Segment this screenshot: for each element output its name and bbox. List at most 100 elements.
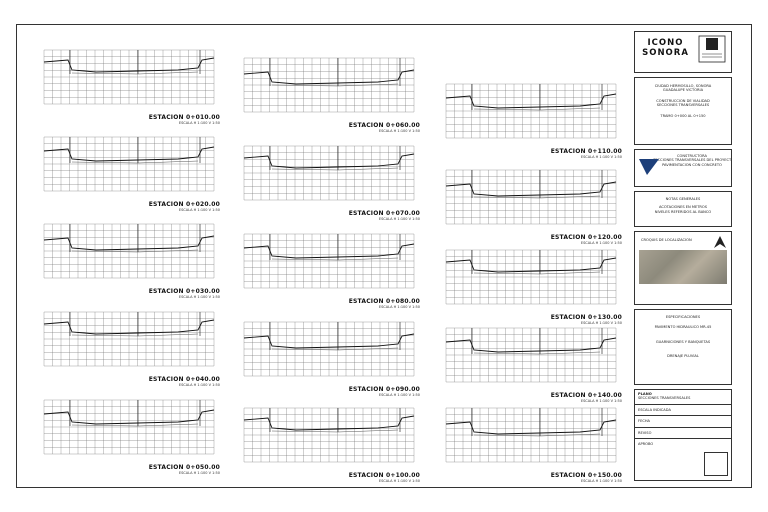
project-line-1: CIUDAD HERMOSILLO, SONORA xyxy=(654,84,712,88)
location-title: CROQUIS DE LOCALIZACION xyxy=(641,238,692,242)
plan-title: SECCIONES TRANSVERSALES xyxy=(638,396,691,401)
specs-panel: ESPECIFICACIONES PAVIMENTO HIDRAULICO MR… xyxy=(634,309,732,385)
station-label: ESTACION 0+010.00 xyxy=(148,114,220,121)
station-label: ESTACION 0+140.00 xyxy=(550,392,622,399)
station-label: ESTACION 0+090.00 xyxy=(348,386,420,393)
station-label: ESTACION 0+110.00 xyxy=(550,148,622,155)
terrain-profile-line xyxy=(271,429,399,433)
station-label: ESTACION 0+020.00 xyxy=(148,201,220,208)
station-label: ESTACION 0+120.00 xyxy=(550,234,622,241)
terrain-profile-line xyxy=(473,107,601,111)
specs-line-1: ESPECIFICACIONES xyxy=(665,315,701,319)
station-scale: ESCALA H 1:100 V 1:50 xyxy=(580,479,622,483)
station-scale: ESCALA H 1:100 V 1:50 xyxy=(580,399,622,403)
station-scale: ESCALA H 1:100 V 1:50 xyxy=(178,121,220,125)
station-scale: ESCALA H 1:100 V 1:50 xyxy=(580,241,622,245)
section-grid xyxy=(243,407,415,463)
terrain-profile-line xyxy=(271,167,399,171)
station-scale: ESCALA H 1:100 V 1:50 xyxy=(178,471,220,475)
station-scale: ESCALA H 1:100 V 1:50 xyxy=(378,217,420,221)
project-line-4: SECCIONES TRANSVERSALES xyxy=(656,103,710,108)
terrain-profile-line xyxy=(71,71,199,75)
station-label: ESTACION 0+050.00 xyxy=(148,464,220,471)
contractor-line-2: SECCIONES TRANSVERSALES DEL PROYECTO xyxy=(653,158,731,163)
section-grid xyxy=(43,136,215,192)
plan-date: FECHA xyxy=(638,419,651,424)
section-grid xyxy=(243,233,415,289)
contractor-logo-icon xyxy=(639,159,659,175)
project-line-3: CONSTRUCCION DE VIALIDAD xyxy=(656,98,710,103)
station-scale: ESCALA H 1:100 V 1:50 xyxy=(580,321,622,325)
station-label: ESTACION 0+040.00 xyxy=(148,376,220,383)
section-grid xyxy=(43,223,215,279)
station-scale: ESCALA H 1:100 V 1:50 xyxy=(178,208,220,212)
station-scale: ESCALA H 1:100 V 1:50 xyxy=(378,393,420,397)
station-scale: ESCALA H 1:100 V 1:50 xyxy=(378,479,420,483)
government-seal-icon xyxy=(698,35,726,63)
station-label: ESTACION 0+080.00 xyxy=(348,298,420,305)
station-scale: ESCALA H 1:100 V 1:50 xyxy=(178,383,220,387)
location-panel: CROQUIS DE LOCALIZACION xyxy=(634,231,732,305)
station-scale: ESCALA H 1:100 V 1:50 xyxy=(580,155,622,159)
section-grid xyxy=(445,249,617,305)
notes-panel: NOTAS GENERALES ACOTACIONES EN METROS NI… xyxy=(634,191,732,227)
station-scale: ESCALA H 1:100 V 1:50 xyxy=(378,129,420,133)
section-grid xyxy=(243,321,415,377)
terrain-profile-line xyxy=(473,351,601,355)
station-label: ESTACION 0+060.00 xyxy=(348,122,420,129)
title-block: ICONO SONORA CIUDAD HERMOSILLO, SONORA G… xyxy=(634,31,732,481)
specs-line-3: GUARNICIONES Y BANQUETAS xyxy=(655,339,711,344)
station-label: ESTACION 0+070.00 xyxy=(348,210,420,217)
contractor-panel: CONSTRUCTORA SECCIONES TRANSVERSALES DEL… xyxy=(634,149,732,187)
notes-line-2: ACOTACIONES EN METROS xyxy=(658,205,708,210)
plan-info-panel: PLANO SECCIONES TRANSVERSALES ESCALA IND… xyxy=(634,389,732,481)
station-scale: ESCALA H 1:100 V 1:50 xyxy=(178,295,220,299)
specs-line-4: DRENAJE PLUVIAL xyxy=(667,354,699,359)
specs-line-2: PAVIMENTO HIDRAULICO MR-45 xyxy=(654,325,712,330)
section-grid xyxy=(445,327,617,383)
notes-line-1: NOTAS GENERALES xyxy=(665,197,701,201)
terrain-profile-line xyxy=(271,257,399,261)
agency-logo: ICONO SONORA xyxy=(637,34,694,64)
logo-line-1: ICONO xyxy=(647,38,684,48)
section-grid xyxy=(445,83,617,139)
station-scale: ESCALA H 1:100 V 1:50 xyxy=(378,305,420,309)
terrain-profile-line xyxy=(71,423,199,427)
section-grid xyxy=(43,399,215,455)
station-label: ESTACION 0+150.00 xyxy=(550,472,622,479)
north-arrow-icon xyxy=(714,236,726,248)
project-line-2: GUADALUPE VICTORIA xyxy=(662,88,704,93)
plan-reviewed: REVISO xyxy=(638,430,652,435)
notes-line-3: NIVELES REFERIDOS AL BANCO xyxy=(654,209,712,214)
project-panel: CIUDAD HERMOSILLO, SONORA GUADALUPE VICT… xyxy=(634,77,732,145)
drawing-sheet xyxy=(16,24,752,488)
plan-scale: ESCALA INDICADA xyxy=(638,407,671,412)
station-label: ESTACION 0+030.00 xyxy=(148,288,220,295)
station-label: ESTACION 0+130.00 xyxy=(550,314,622,321)
logo-line-2: SONORA xyxy=(642,48,689,58)
section-grid xyxy=(243,57,415,113)
plan-approved: APROBO xyxy=(638,442,654,447)
section-grid xyxy=(43,49,215,105)
logo-panel: ICONO SONORA xyxy=(634,31,732,73)
section-grid xyxy=(243,145,415,201)
project-line-5: TRAMO 0+000 AL 0+150 xyxy=(660,113,706,118)
sheet-number-box xyxy=(704,452,728,476)
contractor-line-3: PAVIMENTACION CON CONCRETO xyxy=(662,162,722,167)
plan-label: PLANO xyxy=(638,392,652,396)
station-label: ESTACION 0+100.00 xyxy=(348,472,420,479)
